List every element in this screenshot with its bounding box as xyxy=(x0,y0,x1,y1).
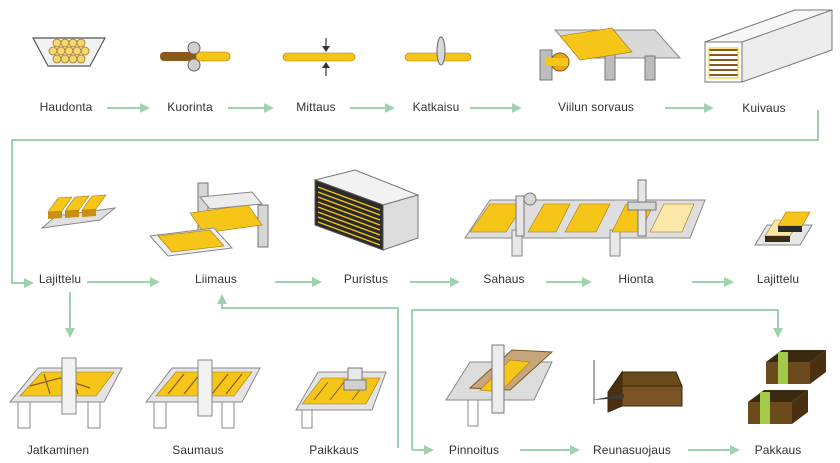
label-paikkaus: Paikkaus xyxy=(309,443,359,457)
saumaus-icon xyxy=(144,359,261,429)
label-kuorinta: Kuorinta xyxy=(167,100,213,114)
label-hionta: Hionta xyxy=(618,272,654,286)
label-reunasuojaus: Reunasuojaus xyxy=(593,443,671,457)
label-lajittelu-1: Lajittelu xyxy=(38,272,82,286)
label-saumaus: Saumaus xyxy=(172,443,224,457)
pinnoitus-icon xyxy=(445,344,554,427)
label-jatkaminen: Jatkaminen xyxy=(26,443,90,457)
kuorinta-icon xyxy=(160,41,231,72)
label-haudonta: Haudonta xyxy=(39,100,93,114)
label-pakkaus: Pakkaus xyxy=(754,443,802,457)
mittaus-icon xyxy=(282,38,356,76)
flow-arrows xyxy=(11,103,819,455)
jatkaminen-icon xyxy=(8,357,123,429)
arrow-13 xyxy=(217,294,399,448)
label-pinnoitus: Pinnoitus xyxy=(448,443,500,457)
arrow-14 xyxy=(411,309,783,450)
label-sahaus: Sahaus xyxy=(483,272,525,286)
label-kuivaus: Kuivaus xyxy=(742,101,786,115)
reunasuojaus-icon xyxy=(592,360,683,413)
label-lajittelu-2: Lajittelu xyxy=(756,272,800,286)
sahaus-hionta-icon xyxy=(464,179,706,257)
puristus-icon xyxy=(313,169,420,251)
haudonta-icon xyxy=(31,37,107,67)
arrow-6 xyxy=(11,110,819,288)
label-katkaisu: Katkaisu xyxy=(412,100,460,114)
label-mittaus: Mittaus xyxy=(296,100,336,114)
lajittelu-2-icon xyxy=(754,211,813,246)
liimaus-icon xyxy=(148,182,269,257)
paikkaus-icon xyxy=(295,367,387,429)
pakkaus-icon xyxy=(748,350,826,424)
lajittelu-1-icon xyxy=(40,194,117,229)
label-viilun-sorvaus: Viilun sorvaus xyxy=(558,100,634,114)
katkaisu-icon xyxy=(404,36,472,66)
label-puristus: Puristus xyxy=(343,272,389,286)
label-liimaus: Liimaus xyxy=(194,272,238,286)
viilun-sorvaus-icon xyxy=(539,27,682,81)
kuivaus-icon xyxy=(704,9,833,83)
